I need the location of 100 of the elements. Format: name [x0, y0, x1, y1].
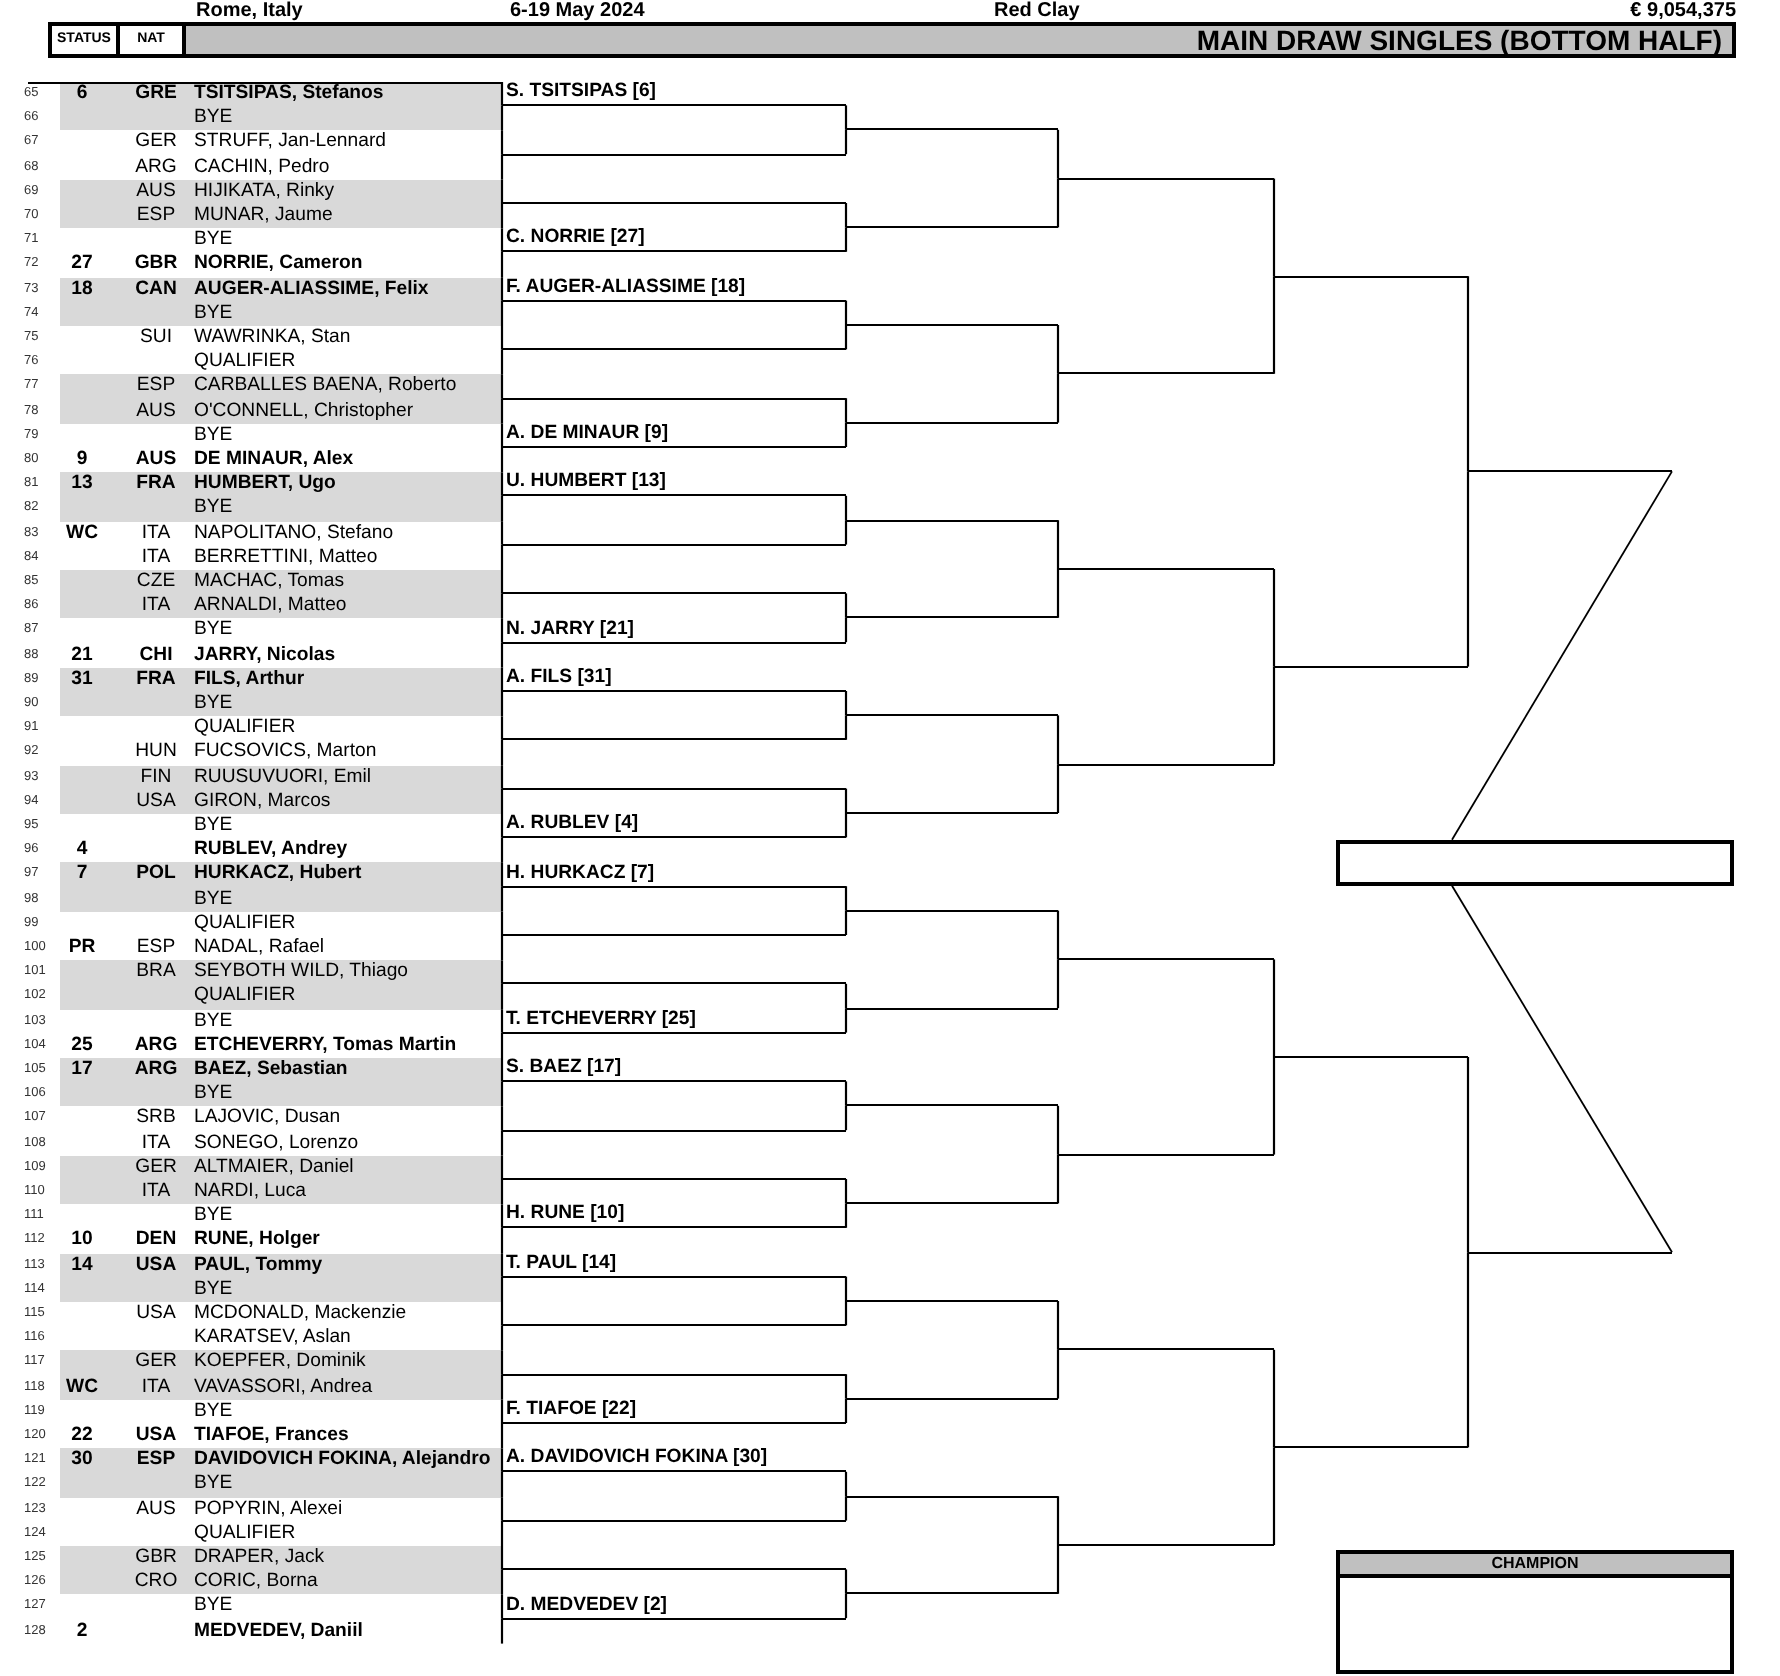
player-name: BYE [194, 106, 233, 131]
entry-status: 31 [71, 667, 93, 692]
player-name: O'CONNELL, Christopher [194, 399, 414, 424]
bracket-line [1451, 470, 1673, 841]
bracket-line [500, 1276, 504, 1302]
country-code: GER [135, 1350, 177, 1376]
bracket-line [1056, 129, 1060, 179]
bracket-line [500, 716, 504, 740]
bracket-line [844, 1008, 848, 1033]
player-name: BYE [194, 1009, 233, 1034]
player-name: T. ETCHEVERRY [25] [506, 1007, 696, 1030]
draw-row [60, 1448, 502, 1473]
entry-status: 7 [76, 862, 88, 888]
country-code: SUI [140, 326, 172, 351]
bracket-line [500, 788, 504, 814]
draw-title: MAIN DRAW SINGLES (BOTTOM HALF) [186, 22, 1736, 58]
country-code: BRA [136, 960, 176, 985]
bracket-line [500, 300, 504, 326]
bracket-line [500, 765, 504, 789]
player-name: FUCSOVICS, Marton [194, 740, 377, 766]
bracket-line [500, 1130, 504, 1156]
player-name: TSITSIPAS, Stefanos [194, 82, 384, 107]
player-name: H. HURKACZ [7] [506, 861, 655, 884]
country-code: CZE [136, 570, 176, 595]
draw-row [60, 82, 502, 107]
bracket-line [1272, 666, 1276, 765]
player-name: PAUL, Tommy [194, 1253, 323, 1278]
bracket-line [500, 1253, 504, 1277]
player-name: BAEZ, Sebastian [194, 1058, 348, 1083]
country-code: FRA [136, 472, 176, 497]
player-name: CORIC, Borna [194, 1570, 318, 1595]
bracket-line [500, 570, 504, 594]
country-code: USA [135, 1424, 177, 1449]
bracket-line [500, 960, 504, 984]
draw-row [60, 399, 502, 424]
bracket-line [1056, 715, 1060, 765]
player-name: GIRON, Marcos [194, 789, 331, 814]
bracket-line [500, 82, 504, 106]
player-name: BYE [194, 618, 233, 644]
bracket-line [844, 129, 848, 155]
bracket-line [1466, 276, 1470, 472]
draw-row [60, 862, 502, 888]
player-name: BYE [194, 228, 233, 253]
bracket-line [844, 105, 848, 130]
player-name: KOEPFER, Dominik [194, 1350, 366, 1376]
bracket-line [1056, 959, 1060, 1009]
player-name: BYE [194, 496, 233, 522]
player-name: FILS, Arthur [194, 667, 305, 692]
player-name: MUNAR, Jaume [194, 204, 333, 229]
bracket-line [500, 228, 504, 252]
player-name: N. JARRY [21] [506, 617, 634, 640]
country-code: FRA [136, 667, 176, 692]
entry-status: 4 [76, 838, 88, 863]
winner-slot [502, 618, 846, 644]
bracket-line [1466, 1057, 1470, 1253]
bracket-line [500, 1520, 504, 1546]
player-name: S. TSITSIPAS [6] [506, 80, 656, 103]
bracket-line [500, 1081, 504, 1107]
winner-slot [502, 813, 846, 839]
bracket-line [844, 227, 848, 252]
bracket-line [1056, 1154, 1060, 1204]
bracket-line [1056, 1301, 1060, 1350]
bracket-line [500, 1032, 504, 1058]
draw-row [60, 960, 502, 985]
entry-status: 17 [71, 1058, 93, 1083]
country-code: AUS [136, 399, 176, 424]
entry-status: 21 [71, 643, 93, 668]
bracket-line [500, 814, 504, 838]
player-name: RUUSUVUORI, Emil [194, 765, 371, 790]
player-name: A. DE MINAUR [9] [506, 422, 669, 444]
bracket-line [844, 1203, 848, 1228]
country-code: CAN [135, 277, 177, 302]
player-name: S. BAEZ [17] [506, 1056, 622, 1079]
bracket-line [844, 325, 848, 350]
bracket-line [500, 1546, 504, 1570]
bracket-line [500, 1423, 504, 1449]
bracket-line [844, 203, 848, 228]
bracket-line [844, 910, 848, 935]
bracket-line [844, 1496, 848, 1521]
bracket-line [1272, 959, 1276, 1057]
bracket-line [1272, 1057, 1276, 1155]
draw-row [60, 1546, 502, 1571]
winner-slot [502, 423, 846, 448]
bracket-line [500, 374, 504, 399]
player-name: BYE [194, 1472, 233, 1498]
draw-row [60, 984, 502, 1010]
player-name: A. RUBLEV [4] [506, 812, 639, 835]
draw-row [60, 1082, 502, 1107]
bracket-line [844, 1105, 848, 1131]
draw-row [60, 1350, 502, 1376]
player-name: MCDONALD, Mackenzie [194, 1302, 407, 1327]
bracket-line [1272, 178, 1276, 277]
bracket-line [844, 1276, 848, 1301]
bracket-line [844, 788, 848, 813]
bracket-line [844, 1569, 848, 1594]
bracket-line [500, 203, 504, 229]
country-code: ITA [141, 545, 171, 570]
winner-slot [502, 471, 846, 497]
player-name: HURKACZ, Hubert [194, 862, 362, 888]
bracket-line [844, 593, 848, 618]
